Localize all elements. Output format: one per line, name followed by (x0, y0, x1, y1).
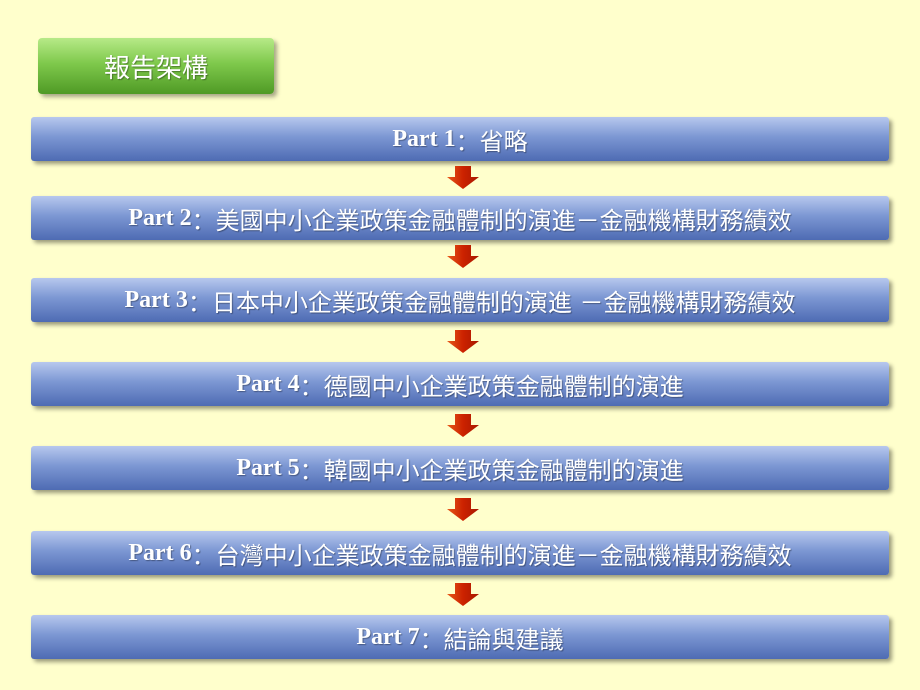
part-separator: ： (299, 372, 324, 401)
report-structure-title: 報告架構 (38, 38, 274, 94)
down-arrow-icon (447, 330, 479, 353)
part-7-bar: Part 7：結論與建議 (31, 615, 889, 659)
part-label: Part 5 (236, 454, 300, 481)
part-label: Part 2 (128, 204, 192, 231)
part-5-bar: Part 5：韓國中小企業政策金融體制的演進 (31, 446, 889, 490)
part-separator: ： (299, 456, 324, 485)
part-text: 日本中小企業政策金融體制的演進 －金融機構財務績效 (211, 288, 796, 317)
part-text: 結論與建議 (443, 625, 564, 654)
part-label: Part 1 (392, 125, 456, 152)
part-1-bar: Part 1：省略 (31, 117, 889, 161)
part-6-bar: Part 6：台灣中小企業政策金融體制的演進－金融機構財務績效 (31, 531, 889, 575)
part-text: 美國中小企業政策金融體制的演進－金融機構財務績效 (215, 206, 792, 235)
part-2-bar: Part 2：美國中小企業政策金融體制的演進－金融機構財務績效 (31, 196, 889, 240)
part-label: Part 6 (128, 539, 192, 566)
part-label: Part 3 (124, 286, 188, 313)
part-4-bar: Part 4：德國中小企業政策金融體制的演進 (31, 362, 889, 406)
part-text: 台灣中小企業政策金融體制的演進－金融機構財務績效 (215, 541, 792, 570)
part-label: Part 4 (236, 370, 300, 397)
part-label: Part 7 (356, 623, 420, 650)
part-separator: ： (419, 625, 444, 654)
part-text: 韓國中小企業政策金融體制的演進 (323, 456, 684, 485)
part-text: 省略 (479, 127, 528, 156)
part-separator: ： (187, 288, 212, 317)
down-arrow-icon (447, 583, 479, 606)
down-arrow-icon (447, 245, 479, 268)
part-separator: ： (455, 127, 480, 156)
down-arrow-icon (447, 166, 479, 189)
part-separator: ： (191, 541, 216, 570)
down-arrow-icon (447, 414, 479, 437)
part-text: 德國中小企業政策金融體制的演進 (323, 372, 684, 401)
down-arrow-icon (447, 498, 479, 521)
part-separator: ： (191, 206, 216, 235)
part-3-bar: Part 3：日本中小企業政策金融體制的演進 －金融機構財務績效 (31, 278, 889, 322)
